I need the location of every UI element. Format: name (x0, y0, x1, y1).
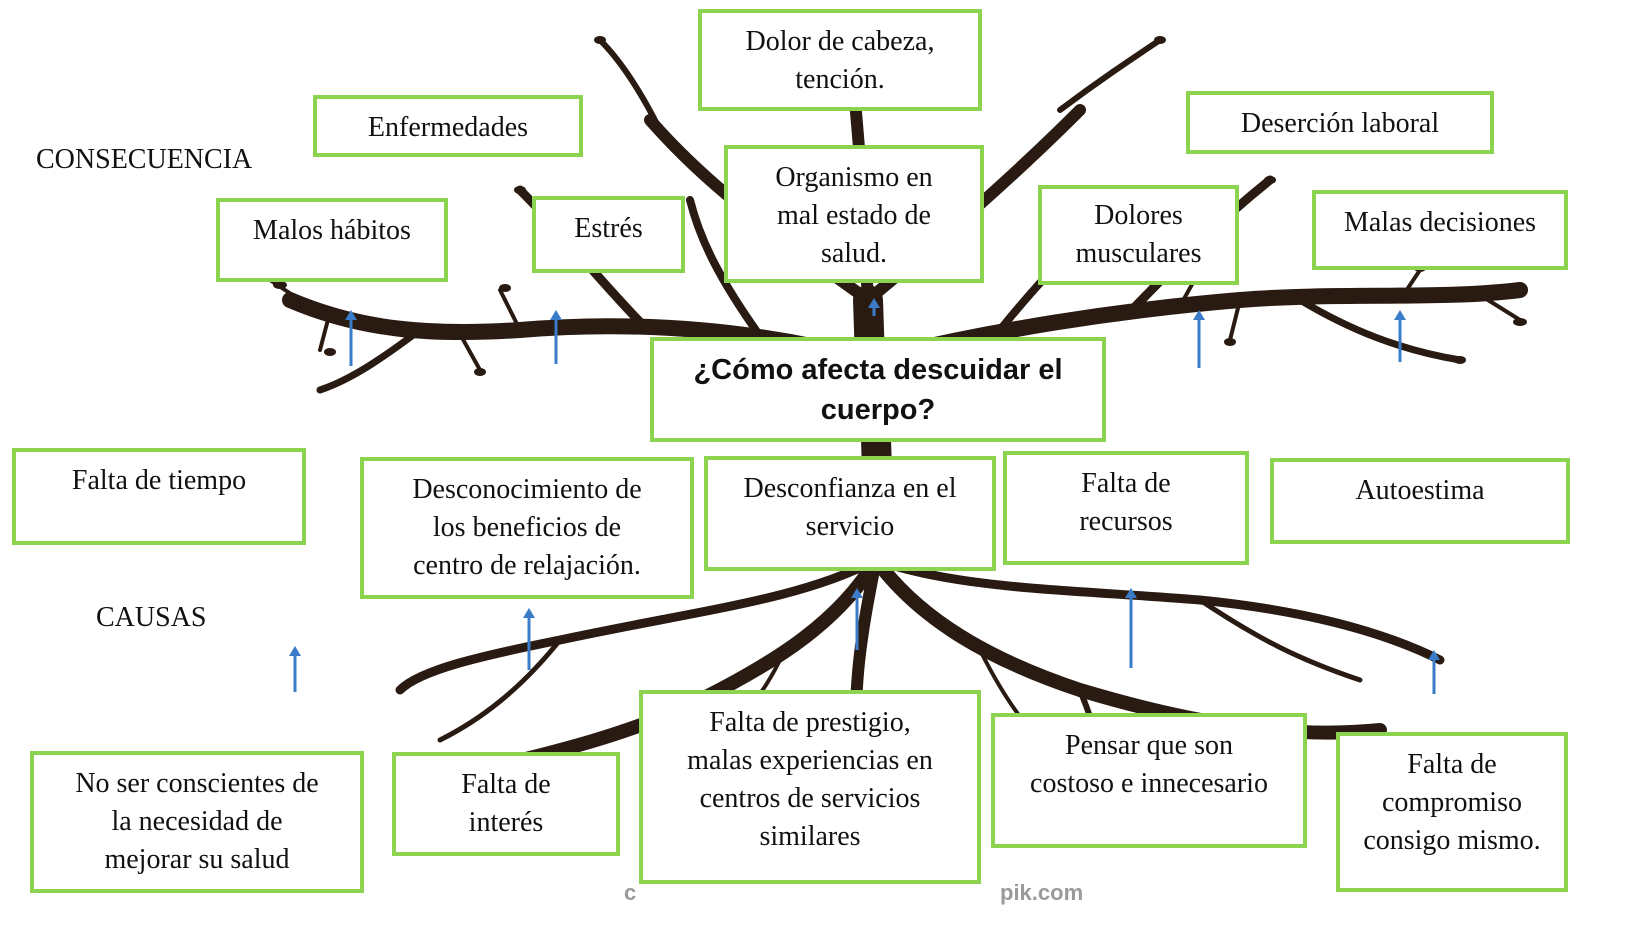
cause-lack-of-interest: Falta de interés (392, 752, 620, 856)
cause-self-esteem: Autoestima (1270, 458, 1570, 544)
consequence-poor-health: Organismo en mal estado de salud. (724, 145, 984, 283)
arrow-up-icon (523, 608, 535, 670)
central-problem: ¿Cómo afecta descuidar el cuerpo? (650, 337, 1106, 442)
arrow-up-icon (345, 310, 357, 366)
watermark-right: pik.com (1000, 880, 1084, 905)
cause-lack-of-time: Falta de tiempo (12, 448, 306, 545)
arrow-up-icon (1193, 310, 1205, 368)
arrow-up-icon (1125, 588, 1137, 668)
arrow-up-icon (289, 646, 301, 692)
arrow-up-icon (1394, 310, 1406, 362)
consequence-stress: Estrés (532, 196, 685, 273)
consequence-bad-habits: Malos hábitos (216, 198, 448, 282)
cause-lack-of-resources: Falta de recursos (1003, 451, 1249, 565)
cause-unaware-of-benefits: Desconocimiento de los beneficios de cen… (360, 457, 694, 599)
consequence-illness: Enfermedades (313, 95, 583, 157)
causes-label: CAUSAS (96, 602, 207, 633)
arrow-up-icon (868, 298, 880, 316)
cause-not-aware-health: No ser conscientes de la necesidad de me… (30, 751, 364, 893)
cause-lack-of-commitment: Falta de compromiso consigo mismo. (1336, 732, 1568, 892)
arrow-up-icon (550, 310, 562, 364)
arrow-up-icon (1428, 650, 1440, 694)
consequence-muscle-pain: Dolores musculares (1038, 185, 1239, 285)
cause-distrust-service: Desconfianza en el servicio (704, 456, 996, 571)
arrow-up-icon (851, 588, 863, 650)
watermark-left: c (624, 880, 637, 905)
consequence-headache: Dolor de cabeza, tención. (698, 9, 982, 111)
consequences-label: CONSECUENCIA (36, 144, 253, 175)
consequence-bad-decisions: Malas decisiones (1312, 190, 1568, 270)
consequence-job-desertion: Deserción laboral (1186, 91, 1494, 154)
cause-costly-unnecessary: Pensar que son costoso e innecesario (991, 713, 1307, 848)
cause-lack-of-prestige: Falta de prestigio, malas experiencias e… (639, 690, 981, 884)
